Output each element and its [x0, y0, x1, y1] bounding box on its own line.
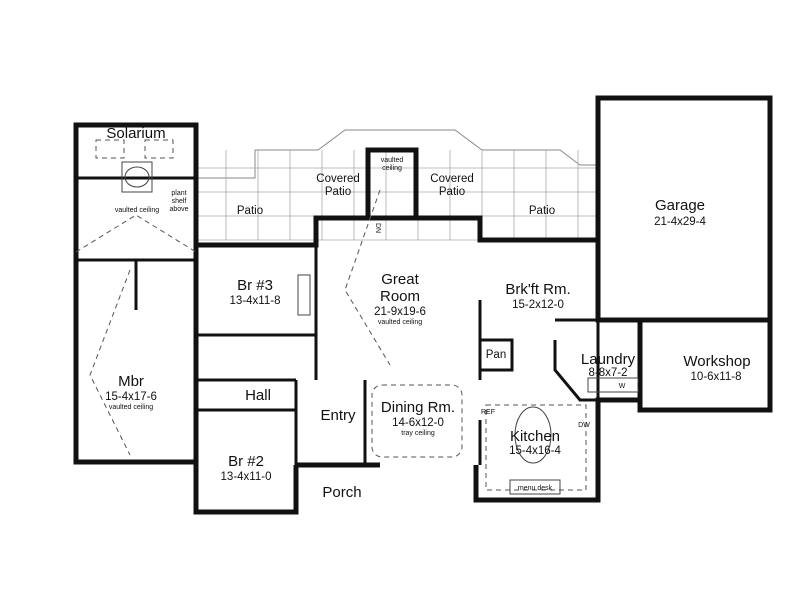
room-label-entry: Entry — [320, 407, 356, 424]
stair-vaulted-note-2: ceiling — [382, 165, 402, 172]
garage-dims: 21-4x29-4 — [654, 216, 706, 228]
dishwasher-label: DW — [578, 422, 590, 429]
mbr-dims: 15-4x17-6 — [105, 391, 157, 403]
refrigerator-label: REF — [481, 409, 495, 416]
plant-shelf-note-3: above — [169, 206, 188, 213]
room-label-great-room-2: Room — [380, 288, 420, 305]
solarium-ceiling-note: vaulted ceiling — [115, 207, 159, 214]
room-label-workshop: Workshop — [683, 353, 750, 370]
ceiling-lines — [75, 139, 639, 495]
brkft-dims: 15-2x12-0 — [512, 299, 564, 311]
stair-vaulted-note-1: vaulted — [381, 157, 404, 164]
interior-walls — [76, 176, 642, 465]
washer-label: W — [619, 383, 626, 390]
room-label-br3: Br #3 — [237, 277, 273, 294]
room-label-pantry: Pan — [486, 349, 506, 361]
dining-dims: 14-6x12-0 — [392, 417, 444, 429]
workshop-dims: 10-6x11-8 — [691, 371, 742, 383]
patio-area — [195, 129, 599, 246]
room-label-great-room-1: Great — [381, 271, 419, 288]
laundry-dims: 8-8x7-2 — [589, 367, 628, 379]
covered-patio-right-2: Patio — [439, 186, 465, 198]
great-room-ceiling-note: vaulted ceiling — [378, 319, 422, 326]
covered-patio-left-2: Patio — [325, 186, 351, 198]
room-label-hall: Hall — [245, 387, 271, 404]
room-label-br2: Br #2 — [228, 453, 264, 470]
room-label-laundry: Laundry — [581, 351, 636, 368]
br2-dims: 13-4x11-0 — [221, 471, 272, 483]
covered-patio-right-1: Covered — [430, 173, 473, 185]
plant-shelf-note-2: shelf — [172, 198, 187, 205]
room-label-mbr: Mbr — [118, 373, 144, 390]
covered-patio-left-1: Covered — [316, 173, 359, 185]
dining-ceiling-note: tray ceiling — [401, 430, 435, 437]
br3-dims: 13-4x11-8 — [230, 295, 281, 307]
room-label-solarium: Solarium — [106, 125, 165, 142]
room-label-garage: Garage — [655, 197, 705, 214]
dryer-label: D — [637, 383, 642, 390]
room-label-brkft: Brk'ft Rm. — [505, 281, 570, 298]
room-label-dining: Dining Rm. — [381, 399, 455, 416]
plant-shelf-note-1: plant — [171, 190, 186, 197]
menu-desk-label: menu desk — [518, 485, 553, 492]
great-room-dims: 21-9x19-6 — [374, 306, 426, 318]
room-label-patio-right: Patio — [529, 205, 555, 217]
stair-dn-label: DN — [374, 223, 381, 233]
room-label-kitchen: Kitchen — [510, 428, 560, 445]
room-label-porch: Porch — [322, 484, 361, 501]
room-label-patio-left: Patio — [237, 205, 263, 217]
mbr-ceiling-note: vaulted ceiling — [109, 404, 153, 411]
kitchen-dims: 15-4x16-4 — [509, 445, 561, 457]
